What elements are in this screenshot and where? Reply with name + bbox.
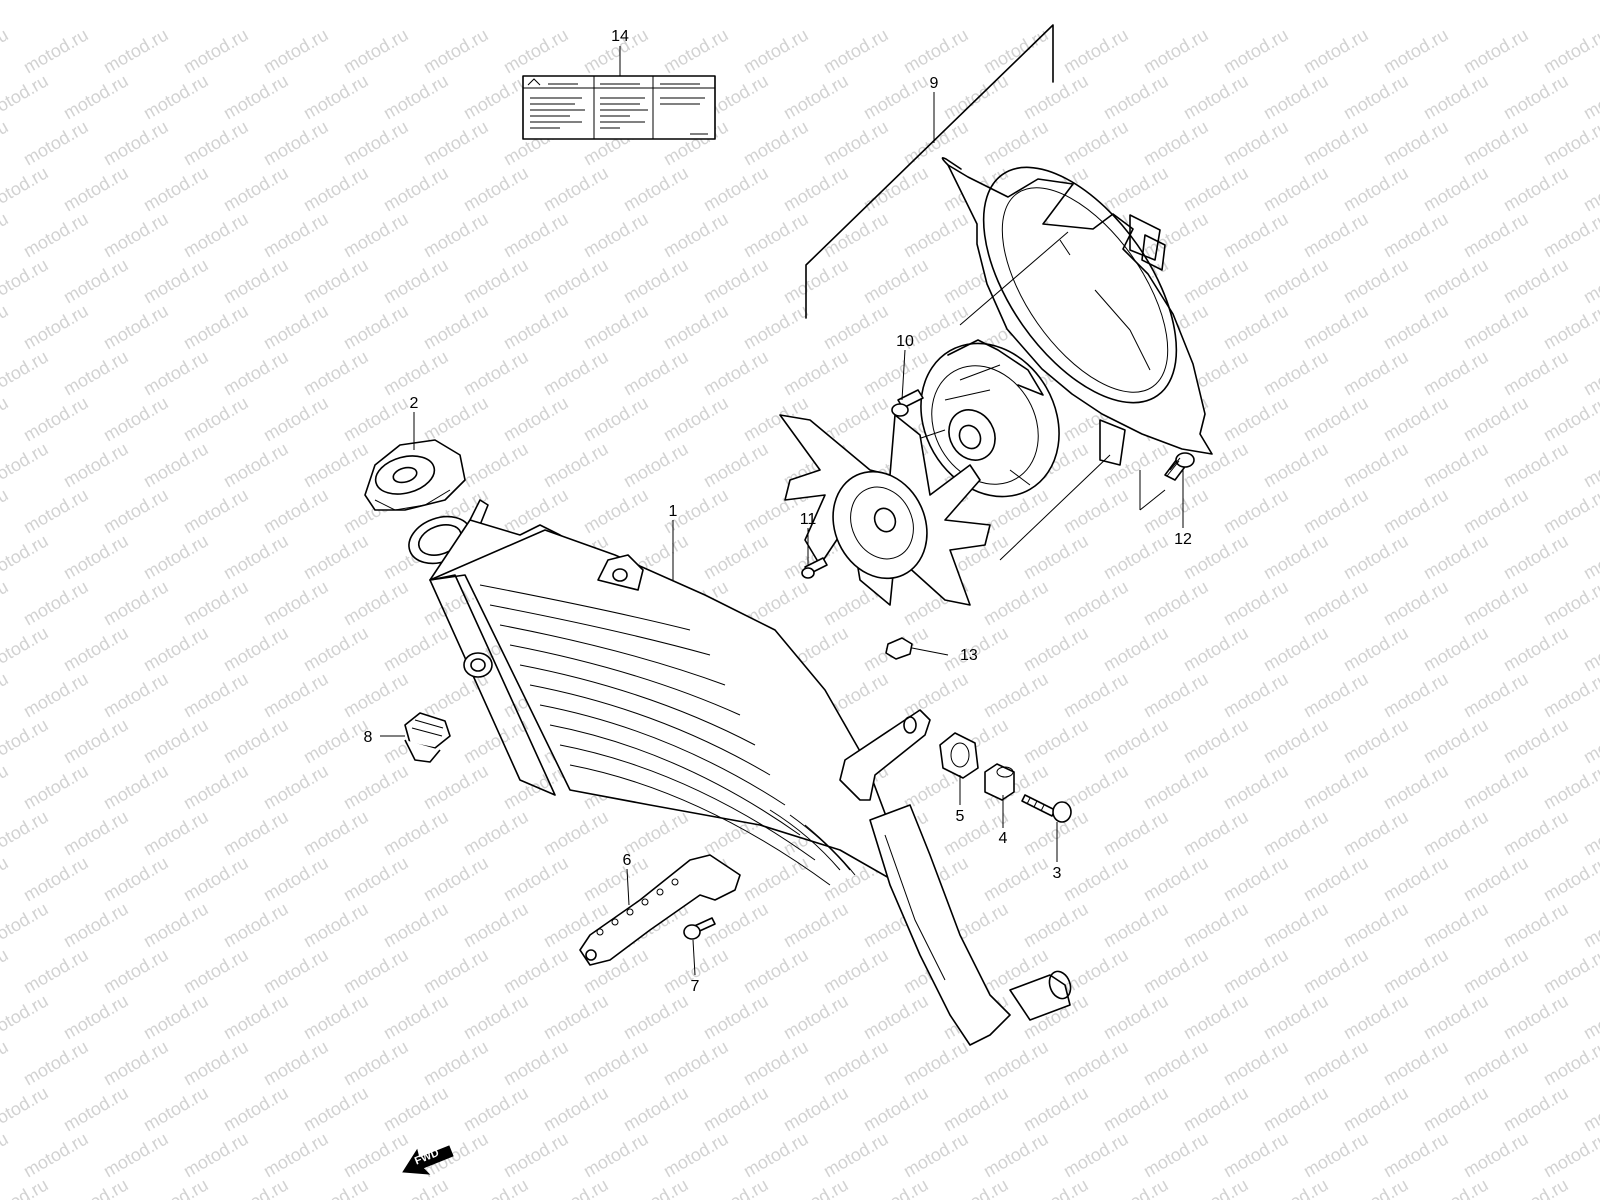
- collar-part-4[interactable]: [984, 763, 1015, 801]
- callout-14: 14: [611, 28, 629, 45]
- callout-9: 9: [930, 75, 939, 92]
- bracket-part-6[interactable]: [579, 854, 741, 966]
- callout-4: 4: [999, 830, 1008, 847]
- leader-lines: [380, 46, 1184, 976]
- nut-part-13[interactable]: [885, 637, 913, 660]
- radiator-part[interactable]: [402, 499, 1074, 1046]
- callout-13: 13: [960, 647, 978, 664]
- callout-3: 3: [1053, 865, 1062, 882]
- callout-11: 11: [800, 511, 817, 528]
- screw-part-11[interactable]: [801, 557, 828, 579]
- callout-7: 7: [691, 978, 700, 995]
- screw-part-10[interactable]: [891, 389, 924, 417]
- callout-12: 12: [1174, 531, 1192, 548]
- callout-8: 8: [364, 729, 373, 746]
- callout-6: 6: [623, 852, 632, 869]
- callout-5: 5: [956, 808, 965, 825]
- fan-shroud-part[interactable]: [941, 134, 1214, 466]
- callout-2: 2: [410, 395, 419, 412]
- sensor-part-8[interactable]: [404, 712, 451, 763]
- callout-10: 10: [896, 333, 914, 350]
- bolt-part-3[interactable]: [1021, 794, 1072, 823]
- grommet-part-5[interactable]: [939, 732, 979, 779]
- radiator-cap-part[interactable]: [364, 439, 466, 511]
- bolt-part-12[interactable]: [1164, 452, 1195, 481]
- fan-motor-part[interactable]: [894, 318, 1087, 522]
- callout-1: 1: [669, 503, 678, 520]
- warning-label-part[interactable]: [522, 75, 716, 140]
- bolt-part-7[interactable]: [683, 917, 716, 940]
- fan-blade-part[interactable]: [779, 414, 991, 606]
- fwd-arrow-icon: FWD: [402, 1145, 454, 1175]
